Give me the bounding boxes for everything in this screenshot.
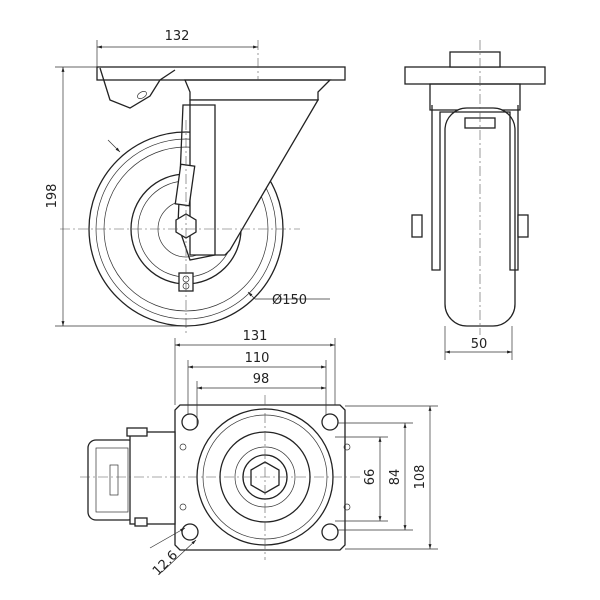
brake-lever bbox=[99, 67, 176, 109]
bottom-view: 131 110 98 66 84 108 12.6 bbox=[80, 329, 438, 579]
dim-wheel-width: 50 bbox=[471, 337, 488, 352]
label-plate bbox=[174, 163, 196, 207]
fork bbox=[189, 99, 320, 256]
side-view: 132 198 Ø150 bbox=[45, 29, 346, 335]
dim-hole-span-outer: 110 bbox=[245, 351, 270, 366]
mounting-holes bbox=[181, 413, 339, 541]
dim-plate-height: 108 bbox=[413, 465, 428, 490]
dim-wheel-diameter: Ø150 bbox=[272, 293, 307, 308]
dim-hole-diameter: 12.6 bbox=[150, 548, 181, 579]
dim-plate-width-total: 131 bbox=[243, 329, 268, 344]
front-view: 50 bbox=[404, 40, 546, 360]
dim-overall-height: 198 bbox=[45, 184, 60, 209]
dim-plate-hole-span-y: 84 bbox=[388, 469, 403, 486]
dim-hole-spacing-x: 98 bbox=[253, 372, 270, 387]
dim-hole-spacing-y: 66 bbox=[363, 469, 378, 486]
brake-pedal bbox=[87, 427, 176, 527]
dim-plate-length: 132 bbox=[165, 29, 190, 44]
